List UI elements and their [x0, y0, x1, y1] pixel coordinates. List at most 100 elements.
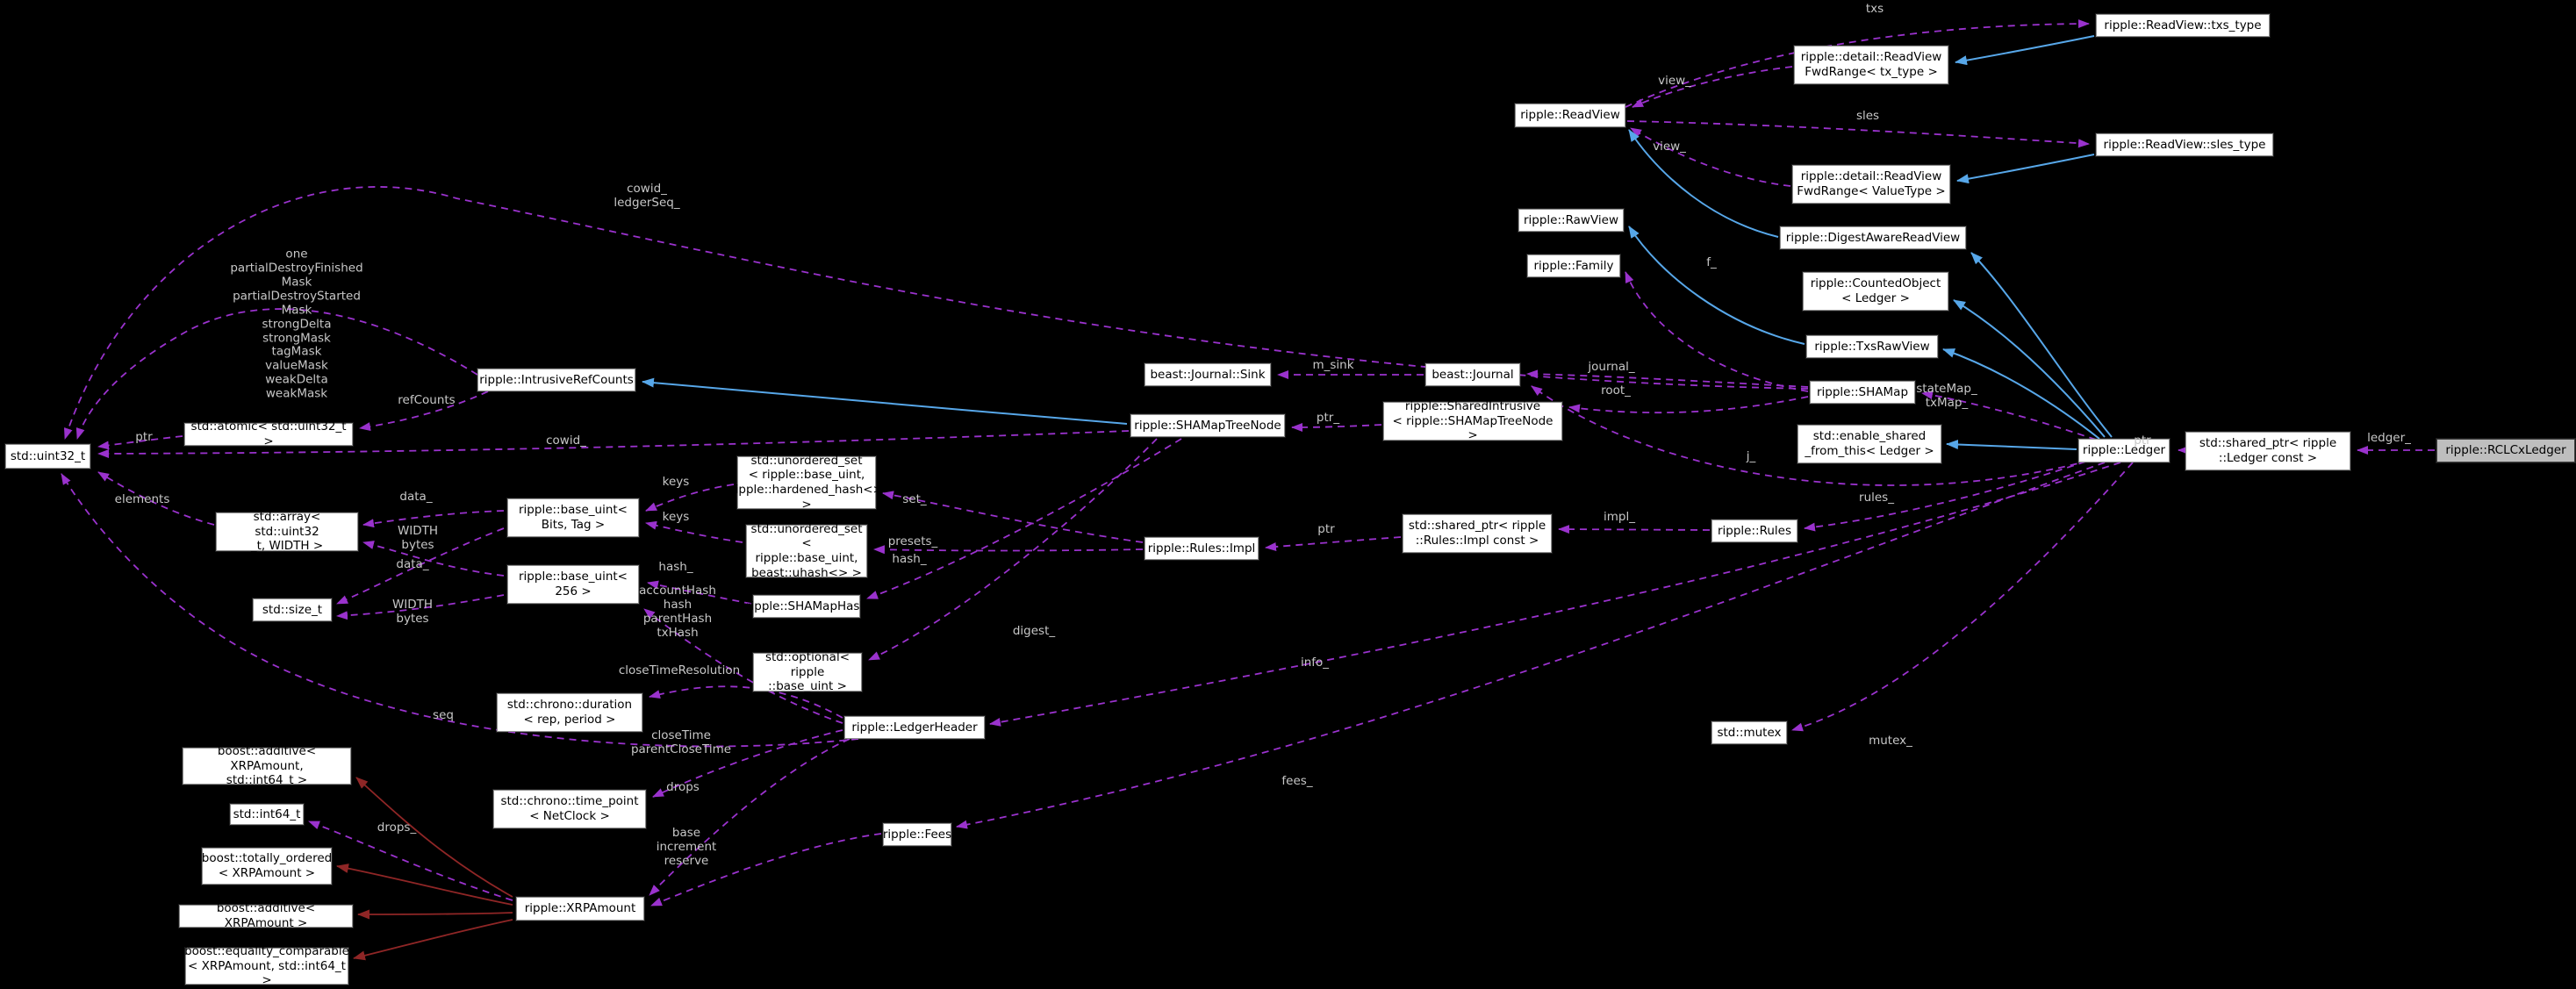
node-fr_vt[interactable]: ripple::detail::ReadView FwdRange< Value…	[1792, 165, 1950, 204]
node-tp: std::chrono::time_point < NetClock >	[493, 790, 646, 828]
node-smtn[interactable]: ripple::SHAMapTreeNode	[1130, 414, 1285, 437]
node-huset: std::unordered_set < ripple::base_uint, …	[730, 453, 883, 512]
node-rawv[interactable]: ripple::RawView	[1518, 209, 1624, 232]
node-badd: boost::additive< XRPAmount >	[179, 901, 353, 930]
node-dur: std::chrono::duration < rep, period >	[497, 693, 642, 732]
edge-r_add64	[355, 777, 513, 898]
edge-data2	[362, 541, 505, 577]
edge-label-20: hash_	[658, 560, 693, 575]
edge-label-39: refCounts	[398, 393, 456, 408]
edge-cowid	[97, 430, 1130, 458]
node-mutex: std::mutex	[1711, 721, 1787, 744]
edge-b_led4	[1946, 440, 2077, 450]
edge-keys1	[645, 484, 735, 512]
edge-ptrnode	[1291, 422, 1382, 432]
edge-keys2	[645, 520, 743, 543]
edge-label-27: fees_	[1281, 774, 1313, 789]
edge-set_	[882, 491, 1144, 543]
node-darv[interactable]: ripple::DigestAwareReadView	[1780, 226, 1966, 249]
node-atomic: std::atomic< std::uint32_t >	[184, 419, 353, 448]
node-txs_type[interactable]: ripple::ReadView::txs_type	[2096, 14, 2270, 37]
edge-label-6: root_	[1601, 383, 1631, 398]
node-sink[interactable]: beast::Journal::Sink	[1144, 363, 1271, 386]
edge-label-38: ptr	[135, 430, 153, 445]
edge-b_irc	[642, 377, 1128, 425]
edge-rules_	[1804, 461, 2086, 532]
edge-label-2: sles	[1855, 109, 1880, 124]
edge-label-5: journal_	[1588, 360, 1635, 375]
edge-hashR	[866, 438, 1182, 599]
edge-label-23: closeTime parentCloseTime	[630, 728, 732, 756]
node-smh[interactable]: ripple::SHAMapHash	[746, 595, 867, 618]
edge-ircstack	[75, 308, 478, 440]
edge-label-40: one partialDestroyFinished Mask partialD…	[230, 247, 363, 401]
node-fam[interactable]: ripple::Family	[1527, 254, 1620, 277]
node-bu256[interactable]: ripple::base_uint< 256 >	[507, 565, 639, 604]
edge-r_beq	[353, 919, 513, 961]
node-spri: std::shared_ptr< ripple ::Rules::Impl co…	[1403, 514, 1552, 553]
edge-label-33: data_	[399, 490, 433, 505]
edge-label-35: data_	[396, 557, 429, 572]
edge-presets_	[873, 545, 1144, 555]
edge-b_txrv	[1628, 226, 1805, 345]
node-sham[interactable]: ripple::SHAMap	[1810, 381, 1915, 404]
node-xrp[interactable]: ripple::XRPAmount	[516, 897, 644, 921]
node-shi[interactable]: ripple::SharedIntrusive < ripple::SHAMap…	[1383, 399, 1562, 442]
node-badd64: boost::additive< XRPAmount, std::int64_t…	[183, 744, 351, 787]
edge-label-9: j_	[1746, 449, 1756, 464]
node-ledger[interactable]: ripple::Ledger	[2078, 439, 2170, 462]
node-fr_tx[interactable]: ripple::detail::ReadView FwdRange< tx_ty…	[1794, 46, 1948, 84]
edge-f	[1625, 271, 1809, 392]
edge-label-28: info_	[1300, 656, 1330, 670]
edge-label-37: elements	[114, 492, 170, 507]
edge-label-29: mutex_	[1869, 734, 1912, 749]
edge-label-21: accountHash hash parentHash txHash	[639, 584, 716, 640]
node-rules[interactable]: ripple::Rules	[1711, 520, 1797, 542]
node-jou[interactable]: beast::Journal	[1425, 363, 1520, 386]
edge-label-16: set_	[902, 492, 927, 507]
edge-journal	[1526, 369, 1809, 388]
edge-ctres	[649, 685, 843, 719]
node-uint32: std::uint32_t	[5, 444, 90, 469]
edge-label-17: presets_	[887, 534, 938, 549]
edge-label-14: impl_	[1604, 510, 1635, 525]
node-rimpl[interactable]: ripple::Rules::Impl	[1144, 537, 1259, 560]
edge-view2	[1630, 127, 1791, 187]
edge-b_txs	[1955, 35, 2095, 66]
edge-label-8: ptr_	[1316, 411, 1340, 426]
node-sizet: std::size_t	[253, 598, 332, 621]
node-sles_type[interactable]: ripple::ReadView::sles_type	[2096, 133, 2273, 156]
node-rv[interactable]: ripple::ReadView	[1515, 104, 1625, 127]
edge-feesxrp	[650, 833, 882, 907]
node-opt: std::optional< ripple ::base_uint >	[753, 650, 862, 693]
node-fees[interactable]: ripple::Fees	[883, 823, 951, 846]
edge-label-18: hash_	[892, 552, 927, 567]
edge-label-26: base increment reserve	[656, 826, 717, 868]
node-txrv[interactable]: ripple::TxsRawView	[1806, 335, 1938, 358]
edge-refcounts	[359, 391, 489, 432]
edge-b_led1	[1970, 252, 2113, 438]
edge-cowidseq	[64, 186, 1809, 440]
edge-label-3: view_	[1653, 140, 1686, 154]
edge-label-31: keys	[662, 475, 690, 490]
edge-sles	[1626, 120, 2090, 148]
edge-b_led2	[1953, 299, 2106, 438]
node-bto: boost::totally_ordered < XRPAmount >	[202, 848, 332, 885]
node-int64: std::int64_t	[230, 804, 304, 825]
node-spledger: std::shared_ptr< ripple ::Ledger const >	[2185, 432, 2350, 470]
node-buBits[interactable]: ripple::base_uint< Bits, Tag >	[507, 498, 639, 537]
edge-label-7: m_sink	[1312, 358, 1354, 373]
edge-label-24: drops	[666, 780, 700, 795]
edge-b_led3	[1942, 348, 2100, 440]
node-irc[interactable]: ripple::IntrusiveRefCounts	[477, 369, 635, 391]
node-esft: std::enable_shared _from_this< Ledger >	[1797, 425, 1941, 463]
node-uuset: std::unordered_set < ripple::base_uint, …	[746, 522, 867, 580]
node-rcl: ripple::RCLCxLedger	[2436, 439, 2575, 462]
node-lh[interactable]: ripple::LedgerHeader	[844, 716, 985, 739]
edge-drops	[649, 738, 850, 896]
edge-label-4: f_	[1706, 255, 1717, 270]
edge-ctime	[652, 729, 843, 798]
node-co[interactable]: ripple::CountedObject < Ledger >	[1803, 272, 1948, 311]
edge-label-42: cowid_	[546, 434, 586, 448]
